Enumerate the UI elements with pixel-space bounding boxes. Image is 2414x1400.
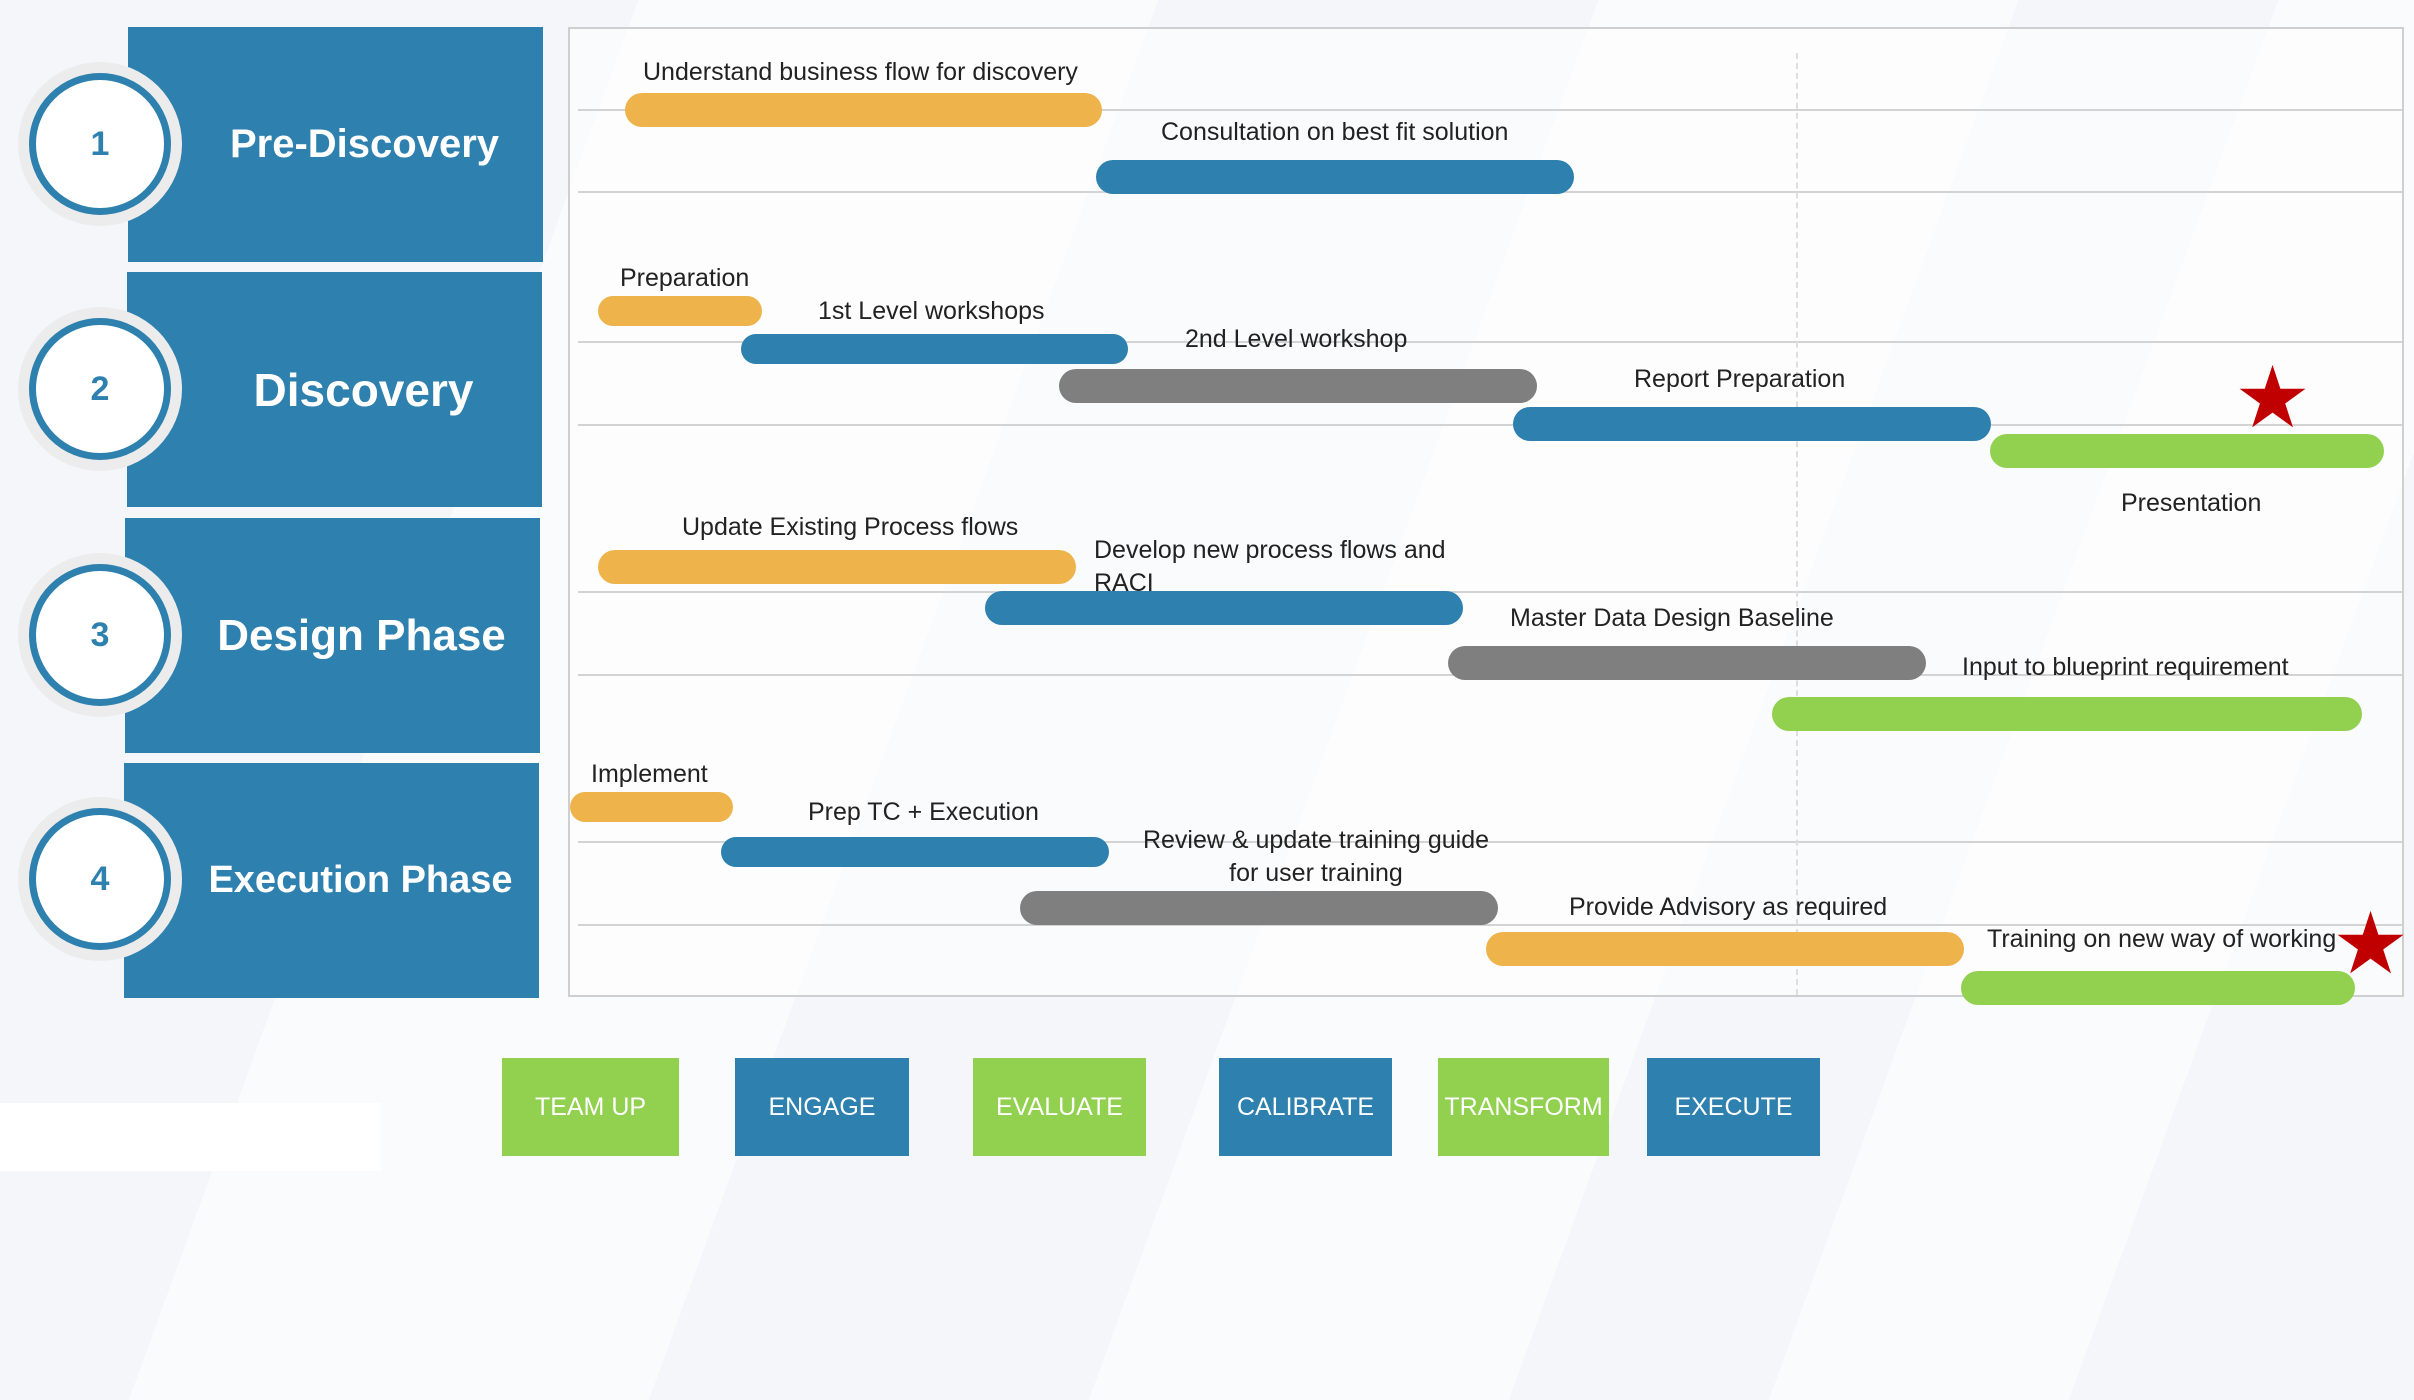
- task-bar-2nd-level-workshop: [1059, 369, 1537, 403]
- stage-execute: EXECUTE: [1647, 1058, 1820, 1156]
- phase-number-badge-2: 2: [18, 307, 182, 471]
- stage-calibrate: CALIBRATE: [1219, 1058, 1392, 1156]
- phase-number: 3: [29, 564, 171, 706]
- task-bar-report-preparation: [1513, 407, 1991, 441]
- phase-box-4: Execution Phase: [124, 763, 539, 998]
- task-label: 2nd Level workshop: [1185, 325, 1408, 353]
- phase-title: Discovery: [253, 363, 474, 416]
- stage-team-up: TEAM UP: [502, 1058, 679, 1156]
- task-label: Implement: [591, 760, 708, 788]
- task-label: Update Existing Process flows: [682, 513, 1019, 541]
- stage-evaluate: EVALUATE: [973, 1058, 1146, 1156]
- task-label: Report Preparation: [1634, 365, 1846, 393]
- phase-number: 1: [29, 73, 171, 215]
- phase-title: Pre-Discovery: [229, 122, 500, 166]
- stage-engage: ENGAGE: [735, 1058, 909, 1156]
- task-label: Presentation: [2121, 489, 2262, 517]
- task-label: Provide Advisory as required: [1569, 893, 1888, 921]
- task-bar-training-new-way: [1961, 971, 2355, 1005]
- task-bar-provide-advisory: [1486, 932, 1964, 966]
- task-bar-business-flow: [625, 93, 1102, 127]
- task-bar-develop-process-flows: [985, 591, 1463, 625]
- task-label: Master Data Design Baseline: [1510, 604, 1834, 632]
- row-divider: [578, 841, 2402, 843]
- phase-box-3: Design Phase: [125, 518, 540, 753]
- stage-transform: TRANSFORM: [1438, 1058, 1609, 1156]
- phase-title: Design Phase: [217, 610, 506, 660]
- phase-number: 4: [29, 808, 171, 950]
- phase-box-1: Pre-Discovery: [128, 27, 543, 262]
- task-label: Input to blueprint requirement: [1962, 653, 2289, 681]
- corner-panel: [0, 1103, 381, 1171]
- phase-number-badge-1: 1: [18, 62, 182, 226]
- date-marker-line: [1796, 53, 1798, 995]
- row-divider: [578, 424, 2402, 426]
- task-label: Review & update training guide for user …: [1142, 826, 1490, 887]
- phase-number-badge-4: 4: [18, 797, 182, 961]
- row-divider: [578, 109, 2402, 111]
- task-label: 1st Level workshops: [818, 297, 1045, 325]
- task-label: Training on new way of working: [1987, 925, 2337, 953]
- task-bar-update-process-flows: [598, 550, 1076, 584]
- task-label: Preparation: [620, 264, 750, 292]
- phase-number: 2: [29, 318, 171, 460]
- task-bar-preparation: [598, 296, 762, 326]
- task-label: Consultation on best fit solution: [1161, 118, 1509, 146]
- gantt-chart: Understand business flow for discovery C…: [568, 27, 2409, 1005]
- task-bar-1st-level-workshops: [741, 334, 1128, 364]
- task-bar-review-training-guide: [1020, 891, 1498, 925]
- task-label: Develop new process flows and RACI: [1094, 536, 1446, 597]
- task-bar-master-data-design: [1448, 646, 1926, 680]
- row-divider: [578, 591, 2402, 593]
- phase-box-2: Discovery: [127, 272, 542, 507]
- task-bar-presentation: [1990, 434, 2384, 468]
- star-icon: ★: [2234, 350, 2312, 446]
- phase-number-badge-3: 3: [18, 553, 182, 717]
- task-bar-implement: [570, 792, 733, 822]
- row-divider: [578, 341, 2402, 343]
- task-label: Prep TC + Execution: [808, 798, 1039, 826]
- row-divider: [578, 924, 2402, 926]
- phase-title: Execution Phase: [208, 859, 513, 901]
- task-bar-consultation: [1096, 160, 1574, 194]
- star-icon: ★: [2332, 896, 2410, 992]
- task-bar-blueprint-input: [1772, 697, 2362, 731]
- task-label: Understand business flow for discovery: [643, 58, 1078, 86]
- task-bar-prep-tc-execution: [721, 837, 1109, 867]
